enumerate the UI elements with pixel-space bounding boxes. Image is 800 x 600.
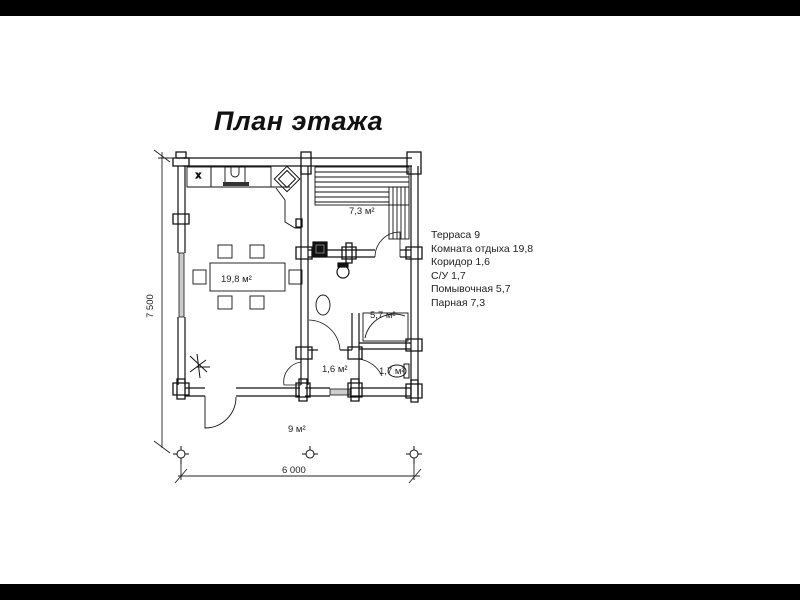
floor-drain-icon [336, 265, 350, 279]
legend-item-terrace: Терраса 9 [431, 229, 481, 241]
legend-item-wc: С/У 1,7 [431, 269, 466, 282]
rest-room-area: 19,8 м² [221, 274, 252, 285]
wc-area: 1,7 м² [379, 366, 405, 377]
kitchenette-counter [186, 166, 290, 188]
steam-room-door [374, 231, 401, 258]
wc-door [358, 358, 383, 377]
corridor-area: 1,6 м² [322, 364, 348, 375]
stove-caption-block [223, 182, 249, 186]
shower-tray-icon [362, 312, 409, 342]
terrace-area: 9 м² [288, 424, 306, 435]
toilet-icon [387, 363, 410, 379]
axis-marker-1 [173, 446, 189, 464]
room-area-legend: Терраса 9 Комната отдыха 19,8 Коридор 1,… [431, 229, 533, 311]
wash-basin-icon [315, 294, 331, 316]
dining-table [192, 244, 303, 310]
axis-marker-2 [302, 446, 318, 459]
washing-room-area: 5,7 м² [370, 310, 396, 321]
legend-item-rest-room: Комната отдыха 19,8 [431, 242, 534, 255]
plan-title: План этажа [214, 106, 384, 136]
height-dimension: 7 500 [145, 294, 156, 318]
width-dimension: 6 000 [282, 465, 306, 476]
exterior-walls [177, 157, 419, 397]
sauna-stove-icon [312, 241, 328, 257]
appliance-mark: x [196, 170, 201, 181]
legend-item-corridor: Коридор 1,6 [431, 256, 490, 269]
fireplace-icon [273, 165, 301, 229]
washroom-door [308, 319, 341, 351]
bottom-letterbox-bar [0, 584, 800, 600]
legend-item-washing-room: Помывочная 5,7 [431, 283, 511, 296]
dimension-lines [153, 149, 422, 484]
ceiling-light-icon [189, 353, 210, 379]
steam-room-benches [314, 166, 410, 240]
top-letterbox-bar [0, 0, 800, 16]
axis-marker-3 [406, 446, 422, 464]
entrance-door [204, 396, 237, 429]
legend-item-steam-room: Парная 7,3 [431, 296, 486, 309]
log-corner-joints [172, 151, 423, 403]
interior-walls [300, 166, 411, 385]
corridor-door-left [283, 361, 302, 386]
steam-room-area: 7,3 м² [349, 206, 375, 217]
room-labels: 19,8 м² 7,3 м² 5,7 м² 1,6 м² 1,7 м² 9 м² [221, 206, 405, 435]
